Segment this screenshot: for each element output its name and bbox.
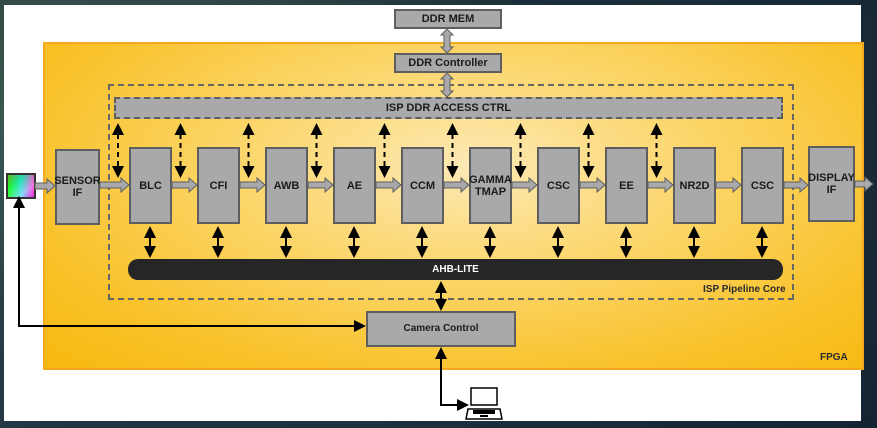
pipeline-block-ee: EE [605,147,648,224]
isp-pipeline-core-label: ISP Pipeline Core [703,284,786,295]
pipeline-block-nr2d: NR2D [673,147,716,224]
pipeline-block-csc: CSC [741,147,784,224]
data-flow-arrow [511,176,538,194]
ddr-mem-block: DDR MEM [394,9,502,29]
data-flow-arrow [443,176,470,194]
isp-ddr-access-ctrl-block: ISP DDR ACCESS CTRL [114,97,783,119]
data-flow-arrow [579,176,606,194]
data-flow-arrow [715,176,742,194]
image-sensor-icon [6,173,36,199]
pipeline-block-csc: CSC [537,147,580,224]
data-flow-arrow [375,176,402,194]
data-flow-arrow [307,176,334,194]
pipeline-block-ccm: CCM [401,147,444,224]
isp-pipeline-core-boundary [108,84,794,300]
laptop-icon [465,387,503,420]
data-flow-arrow [239,176,266,194]
data-flow-arrow [783,176,809,194]
ddr-controller-block: DDR Controller [394,53,502,73]
data-flow-arrow [647,176,674,194]
camera-control-block: Camera Control [366,311,516,347]
data-flow-arrow [171,176,198,194]
data-flow-arrow [99,176,130,194]
fpga-label: FPGA [820,352,848,363]
